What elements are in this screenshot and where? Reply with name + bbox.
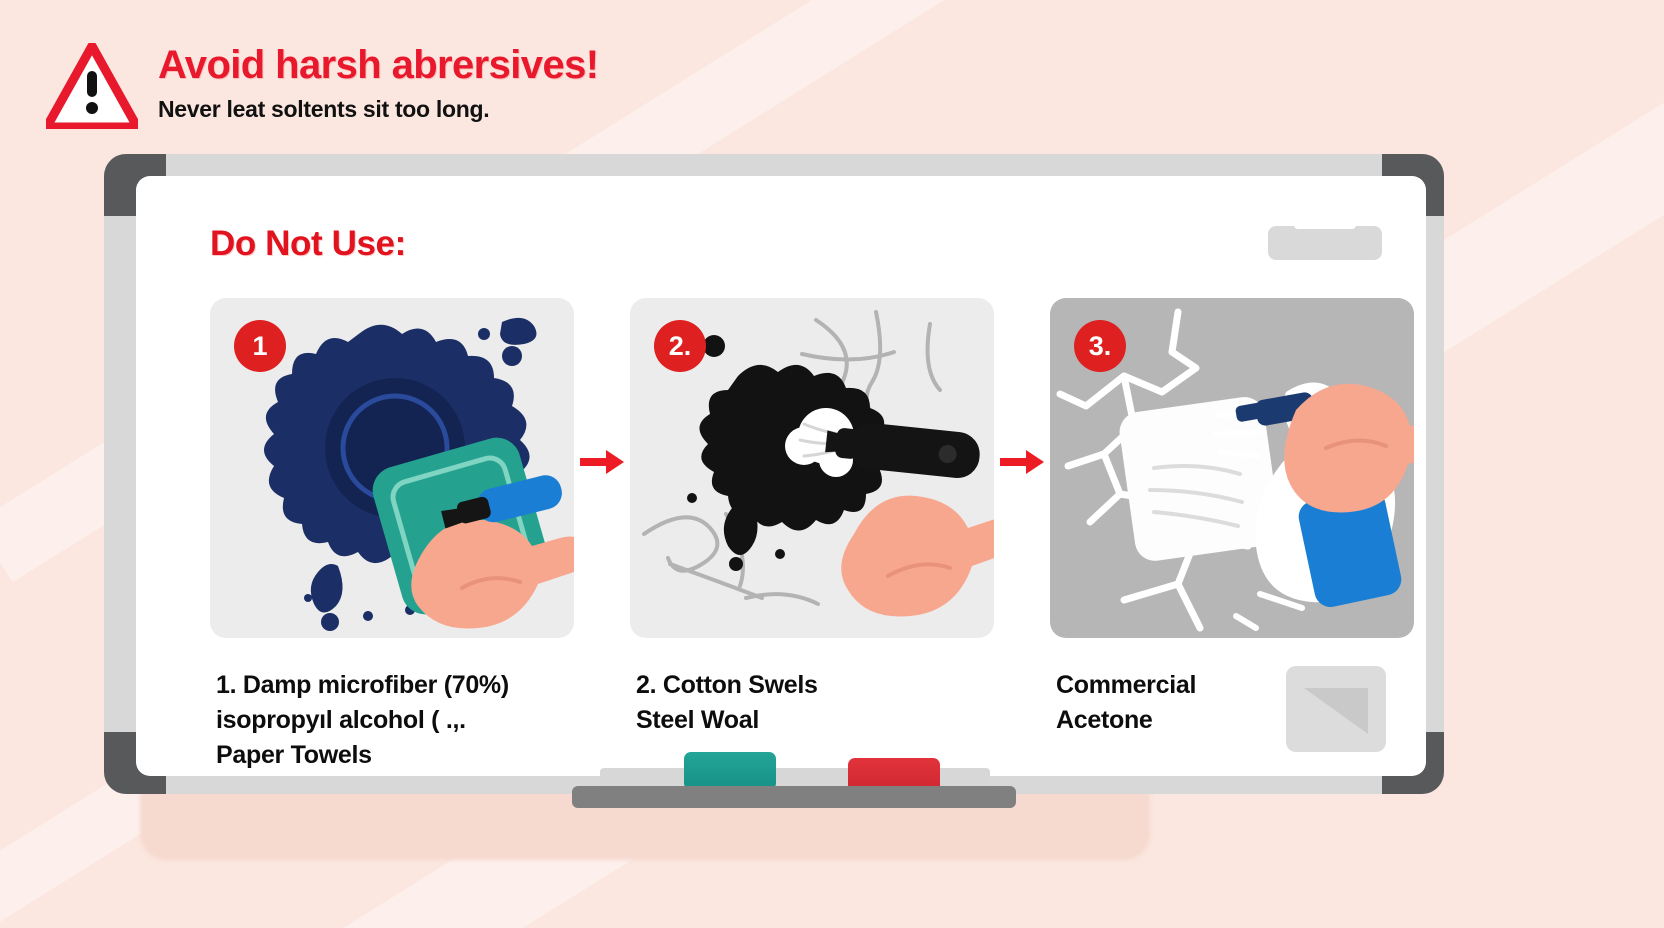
panel-caption-2: 2. Cotton Swels Steel Woal <box>636 671 818 734</box>
whiteboard-eraser-icon[interactable] <box>1268 219 1382 260</box>
whiteboard-surface: Do Not Use: 1 <box>136 176 1426 776</box>
cracked-surface-icon <box>1056 308 1414 632</box>
panel-illustration-1[interactable]: 1 <box>210 298 574 638</box>
panel-column-3: 3. <box>1050 298 1414 738</box>
warning-header: Avoid harsh abrersives! Never leat solte… <box>46 40 599 129</box>
warning-title: Avoid harsh abrersives! <box>158 43 599 87</box>
panel-column-2: 2. <box>630 298 994 738</box>
whiteboard: Do Not Use: 1 <box>104 154 1444 794</box>
panel-illustration-2[interactable]: 2. <box>630 298 994 638</box>
marker-tray <box>572 786 1016 808</box>
panel-row: 1 <box>210 298 1414 773</box>
triangle-marker-icon <box>1286 666 1386 752</box>
black-ink-splatter-icon <box>642 310 994 617</box>
panel-badge-1: 1 <box>234 320 286 372</box>
arrow-right-icon-2 <box>994 298 1050 476</box>
warning-triangle-icon <box>46 43 138 129</box>
board-title: Do Not Use: <box>210 224 406 263</box>
panel-badge-3: 3. <box>1074 320 1126 372</box>
marker-teal[interactable] <box>684 752 776 790</box>
panel-caption-3: Commercial Acetone <box>1056 671 1197 734</box>
panel-badge-2: 2. <box>654 320 706 372</box>
panel-column-1: 1 <box>210 298 574 773</box>
warning-subtitle: Never leat soltents sit too long. <box>158 96 490 122</box>
navy-ink-splatter-icon <box>264 317 574 631</box>
arrow-right-icon-1 <box>574 298 630 476</box>
panel-caption-1: 1. Damp microfiber (70%) isopropyıl alco… <box>216 671 509 769</box>
panel-illustration-3[interactable]: 3. <box>1050 298 1414 638</box>
